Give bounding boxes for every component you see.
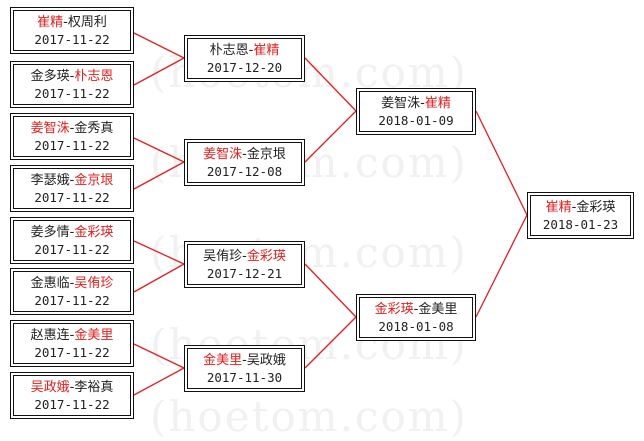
match-date: 2017-11-22 [34, 189, 110, 205]
bracket-lines [133, 32, 528, 396]
connector-line [304, 316, 357, 369]
player-name: 吴政娥 [30, 379, 70, 395]
match-date: 2017-11-22 [34, 344, 110, 360]
connector-line [133, 343, 185, 369]
connector-line [133, 240, 185, 265]
match-box: 朴志恩-崔精 2017-12-20 [184, 35, 305, 82]
player-name: 崔精 [37, 14, 64, 30]
connector-line [475, 214, 528, 318]
player-name: 吴政娥 [246, 352, 286, 368]
match-players: 金惠临-吴侑珍 [30, 275, 114, 291]
player-name: 金京垠 [246, 146, 286, 162]
match-box: 崔精-权周利 2017-11-22 [10, 7, 134, 54]
player-name: 赵惠连 [30, 327, 70, 343]
player-name: 崔精 [424, 95, 451, 111]
match-players: 吴侑珍-金彩瑛 [203, 248, 286, 264]
connector-line [133, 367, 185, 396]
match-players: 李瑟娥-金京垠 [30, 172, 114, 188]
player-name: 姜智洙 [203, 146, 243, 162]
connector-line [475, 110, 528, 216]
match-date: 2017-11-22 [34, 396, 110, 412]
match-date: 2017-12-21 [206, 265, 283, 281]
match-date: 2017-12-20 [206, 59, 283, 75]
match-box: 姜智洙-崔精 2018-01-09 [356, 88, 476, 135]
match-box: 赵惠连-金美里 2017-11-22 [10, 320, 134, 367]
player-name: 金秀真 [74, 120, 114, 136]
player-name: 金惠临 [30, 275, 70, 291]
match-date: 2017-11-30 [206, 369, 283, 385]
player-name: 崔精 [253, 42, 280, 58]
player-name: 金彩瑛 [576, 199, 616, 215]
match-box: 姜多情-金彩瑛 2017-11-22 [10, 217, 134, 264]
match-date: 2018-01-08 [378, 318, 454, 334]
match-box: 金美里-吴政娥 2017-11-30 [184, 345, 305, 392]
match-date: 2017-12-08 [206, 163, 283, 179]
match-date: 2017-11-22 [34, 292, 110, 308]
connector-line [133, 32, 185, 59]
match-box: 姜智洙-金京垠 2017-12-08 [184, 139, 305, 186]
connector-line [304, 263, 357, 318]
match-box: 姜智洙-金秀真 2017-11-22 [10, 113, 134, 160]
match-players: 吴政娥-李裕真 [30, 379, 114, 395]
player-name: 金美里 [203, 352, 243, 368]
player-name: 金美里 [74, 327, 114, 343]
match-box: 吴政娥-李裕真 2017-11-22 [10, 372, 134, 419]
match-players: 金彩瑛-金美里 [374, 301, 458, 317]
match-players: 朴志恩-崔精 [209, 42, 280, 58]
match-players: 姜智洙-金京垠 [203, 146, 286, 162]
match-date: 2018-01-09 [378, 112, 454, 128]
connector-line [304, 110, 357, 163]
match-players: 金美里-吴政娥 [203, 352, 286, 368]
match-box: 金彩瑛-金美里 2018-01-08 [356, 294, 476, 341]
player-name: 金多瑛 [30, 68, 70, 84]
connector-line [133, 263, 185, 293]
player-name: 金美里 [418, 301, 458, 317]
match-players: 赵惠连-金美里 [30, 327, 114, 343]
player-name: 金彩瑛 [74, 224, 114, 240]
match-box: 李瑟娥-金京垠 2017-11-22 [10, 165, 134, 212]
connector-line [133, 57, 185, 86]
player-name: 权周利 [67, 14, 107, 30]
match-players: 金多瑛-朴志恩 [30, 68, 114, 84]
player-name: 姜多情 [30, 224, 70, 240]
match-date: 2017-11-22 [34, 31, 110, 47]
player-name: 崔精 [545, 199, 572, 215]
match-box: 金惠临-吴侑珍 2017-11-22 [10, 268, 134, 315]
player-name: 李裕真 [74, 379, 114, 395]
match-players: 姜多情-金彩瑛 [30, 224, 114, 240]
player-name: 金京垠 [74, 172, 114, 188]
match-date: 2017-11-22 [34, 137, 110, 153]
player-name: 吴侑珍 [74, 275, 114, 291]
match-date: 2017-11-22 [34, 241, 110, 257]
match-players: 姜智洙-崔精 [381, 95, 451, 111]
player-name: 姜智洙 [381, 95, 421, 111]
connector-line [304, 57, 357, 112]
connector-line [133, 161, 185, 190]
match-box: 金多瑛-朴志恩 2017-11-22 [10, 61, 134, 108]
match-players: 姜智洙-金秀真 [30, 120, 114, 136]
player-name: 朴志恩 [209, 42, 249, 58]
player-name: 金彩瑛 [374, 301, 414, 317]
match-players: 崔精-权周利 [37, 14, 107, 30]
player-name: 李瑟娥 [30, 172, 70, 188]
player-name: 金彩瑛 [246, 248, 286, 264]
player-name: 朴志恩 [74, 68, 114, 84]
match-date: 2018-01-23 [542, 216, 619, 232]
connector-line [133, 137, 185, 163]
player-name: 姜智洙 [30, 120, 70, 136]
final-match-box: 崔精-金彩瑛 2018-01-23 [527, 192, 634, 239]
player-name: 吴侑珍 [203, 248, 243, 264]
match-date: 2017-11-22 [34, 85, 110, 101]
match-box: 吴侑珍-金彩瑛 2017-12-21 [184, 241, 305, 288]
match-players: 崔精-金彩瑛 [545, 199, 616, 215]
